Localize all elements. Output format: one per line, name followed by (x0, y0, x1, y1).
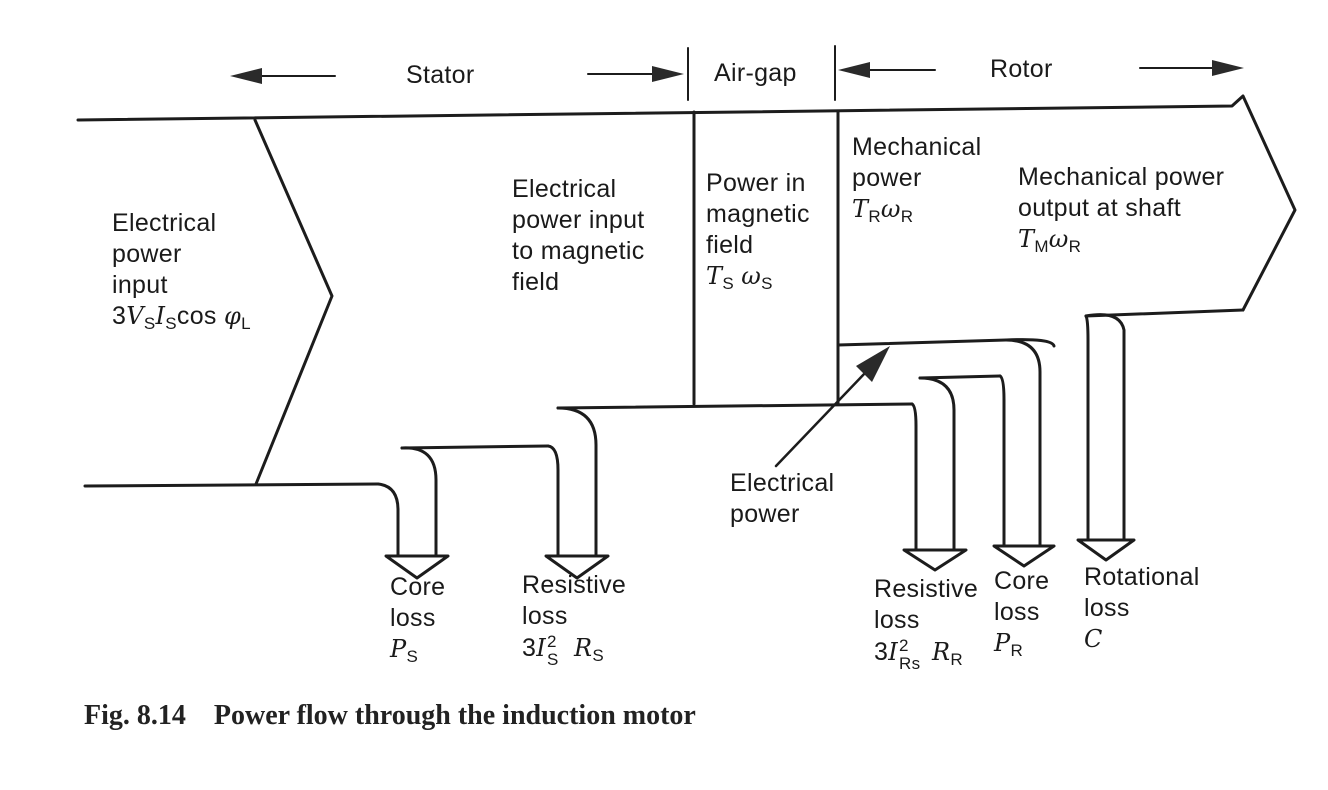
electrical-power-arrow (774, 370, 868, 468)
rotational-loss-bend (1084, 314, 1090, 542)
airgap-left-arrow (838, 62, 936, 78)
rotor-label: Rotor (990, 55, 1053, 83)
core-loss-rotor-bend (998, 374, 1006, 548)
flow-top-edge (76, 94, 1297, 312)
resistive-loss-rotor-bend (910, 402, 918, 552)
rotational-loss-symbol: C (1084, 625, 1103, 653)
mechanical-power-label: Mechanical power TRωR (852, 133, 982, 226)
electrical-input-label: Electrical power input 3VSIScos φL (112, 209, 251, 333)
figure-number: Fig. 8.14 (84, 700, 186, 731)
airgap-label: Air-gap (714, 59, 797, 87)
shaft-formula: TMωR (1018, 225, 1082, 256)
stator-right-arrow (587, 66, 684, 82)
input-chevron (253, 118, 334, 486)
flow-bottom-edge (83, 482, 380, 488)
core-loss-rotor-symbol: PR (994, 629, 1024, 660)
shaft-output-label: Mechanical power output at shaft TMωR (1018, 163, 1225, 256)
input-formula: 3VSIScos φL (112, 302, 251, 333)
figure-title: Power flow through the induction motor (213, 700, 696, 731)
figure-caption: Fig. 8.14 Power flow through the inductio… (84, 700, 696, 732)
rotational-loss-label: Rotational loss C (1084, 563, 1200, 653)
resistive-loss-stator-bend (546, 444, 560, 558)
mechanical-formula: TRωR (852, 195, 914, 226)
rotor-right-arrow (1139, 60, 1244, 76)
stator-left-arrow (230, 68, 336, 84)
magnetic-field-label: Power in magnetic field TS ωS (706, 169, 810, 293)
core-loss-stator-label: Core loss PS (390, 573, 446, 666)
electrical-power-label: Electrical power (730, 469, 835, 528)
core-loss-stator-bend (376, 482, 400, 558)
magnetic-input-label: Electrical power input to magnetic field (512, 175, 645, 296)
core-loss-rotor-label: Core loss PR (994, 567, 1050, 660)
core-loss-stator-symbol: PS (390, 635, 419, 666)
magnetic-formula: TS ωS (706, 262, 773, 293)
stator-label: Stator (406, 61, 475, 89)
